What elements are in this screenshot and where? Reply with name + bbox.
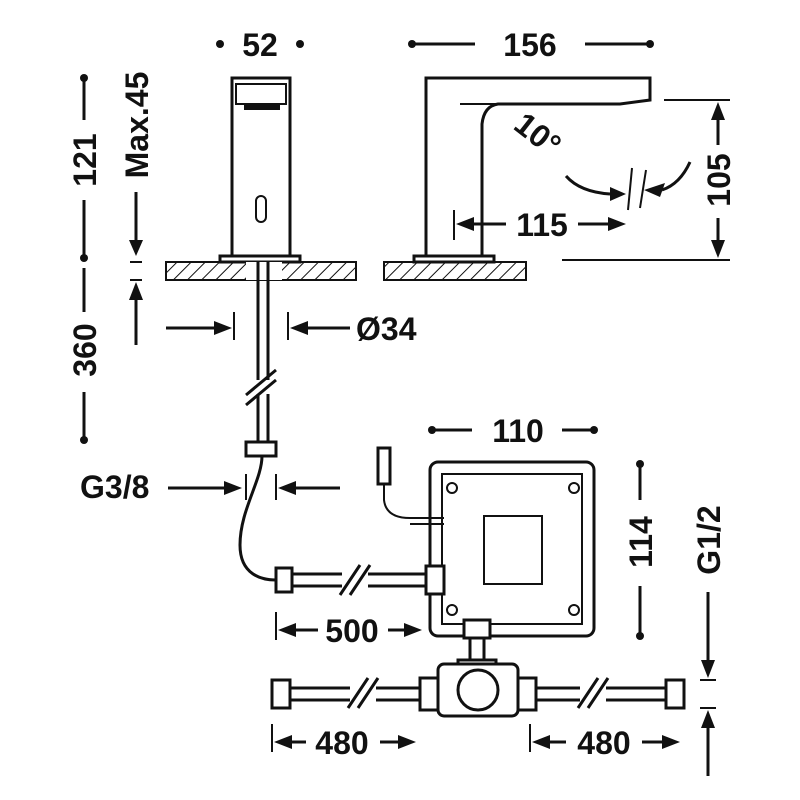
dim-inlet-thread: G1/2 (691, 505, 727, 776)
label-bore-diameter: Ø34 (356, 311, 417, 347)
flexible-hose (238, 262, 278, 582)
sensor-cable (376, 446, 444, 525)
dim-hose-right: 480 (529, 724, 680, 761)
right-hose-nut (664, 678, 686, 710)
cable-wire (383, 484, 444, 519)
label-hose-right: 480 (577, 725, 630, 761)
label-tap-height: 121 (67, 133, 103, 186)
label-hose-left: 480 (315, 725, 368, 761)
deck-bore (246, 262, 282, 280)
dim-box-height: 114 (623, 460, 659, 640)
label-max-deck: Max.45 (119, 72, 155, 179)
screw-bottom-right (568, 604, 580, 616)
box-outlet-bottom (462, 618, 492, 640)
supply-pipe (274, 564, 426, 596)
dim-cable-length: 500 (275, 612, 422, 649)
supply-pipe-nut (274, 566, 294, 594)
dim-tap-width: 52 (216, 27, 304, 63)
dim-box-width: 110 (428, 413, 598, 449)
control-box (424, 460, 596, 676)
dim-bore-diameter: Ø34 (166, 311, 417, 347)
box-inlet-side (424, 564, 446, 596)
control-box-inner (441, 473, 583, 625)
screw-top-right (568, 482, 580, 494)
screw-bottom-left (446, 604, 458, 616)
dim-hose-thread: G3/8 (80, 469, 340, 505)
label-hose-thread: G3/8 (80, 469, 149, 505)
label-box-width: 110 (492, 413, 544, 449)
break-mark (245, 368, 277, 397)
hose-curve (238, 455, 277, 582)
inlet-assembly (270, 662, 686, 718)
dim-spout-length: 156 (408, 27, 654, 63)
label-inlet-thread: G1/2 (691, 505, 727, 574)
label-sensor-angle: 10° (508, 105, 568, 163)
front-view-tap (218, 76, 302, 264)
tap-body-side (424, 76, 652, 258)
label-cable-length: 500 (325, 613, 378, 649)
left-hose-nut (270, 678, 292, 710)
control-box-outer (428, 460, 596, 638)
control-box-window (483, 515, 543, 585)
label-hose-length: 360 (67, 323, 103, 376)
cable-plug (376, 446, 392, 486)
tee-fitting (456, 668, 500, 712)
label-spout-length: 156 (503, 27, 556, 63)
dim-sensor-angle: 10° (508, 105, 692, 211)
sensor-window (255, 195, 267, 223)
dim-hose-left: 480 (271, 724, 416, 761)
label-spout-height: 105 (701, 153, 737, 206)
screw-top-left (446, 482, 458, 494)
spout-outlet-front (244, 104, 280, 110)
label-box-height: 114 (623, 516, 659, 568)
label-spout-reach: 115 (516, 207, 568, 243)
dim-spout-reach: 115 (453, 207, 626, 243)
hose-nut (244, 440, 278, 458)
deck-section-right (383, 261, 527, 281)
dim-left-verticals: 121 360 Max.45 (67, 72, 155, 444)
label-tap-width: 52 (242, 27, 278, 63)
dim-spout-height: 105 (562, 99, 737, 261)
